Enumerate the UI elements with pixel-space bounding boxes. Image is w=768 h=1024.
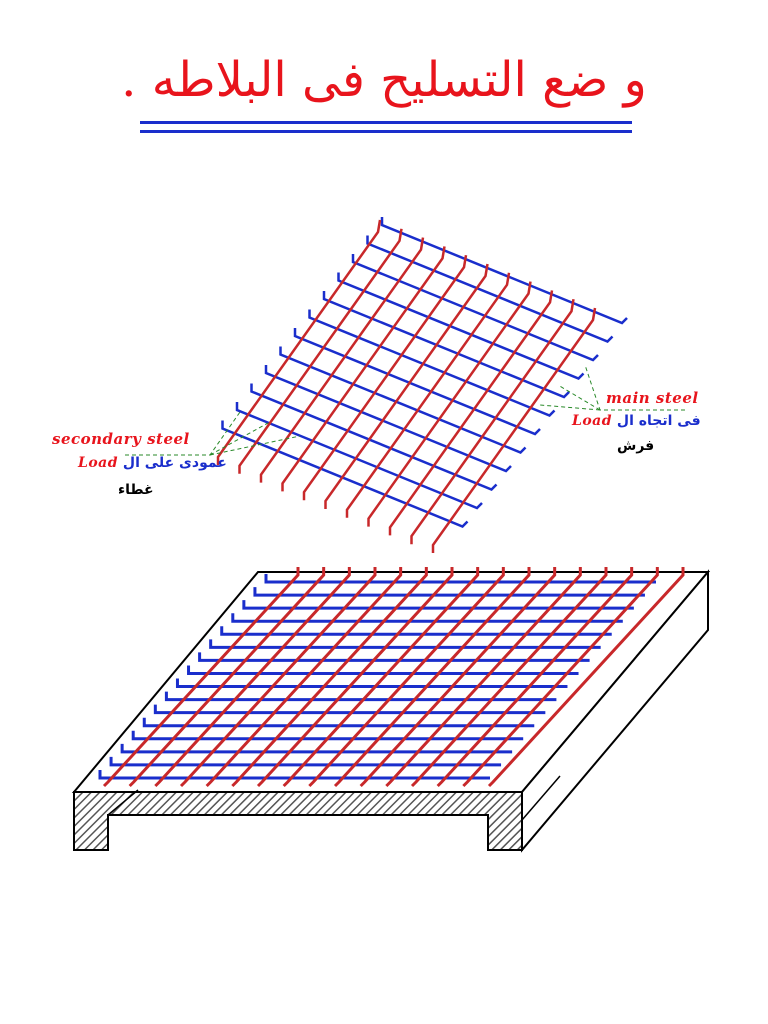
main-bar [308, 309, 556, 417]
slab-main-bar [231, 613, 623, 623]
main-bar [322, 291, 570, 399]
slab-secondary-bar [385, 567, 582, 788]
main-bar [279, 346, 527, 454]
slab-front-section [73, 791, 523, 851]
slab-secondary-bar [128, 567, 326, 788]
main-direction-label: فى اتجاه ال Load [572, 413, 701, 429]
secondary-bar [345, 272, 511, 518]
beam-edge-left [107, 789, 139, 816]
slab-main-bars [98, 574, 656, 780]
secondary-bar [281, 246, 446, 492]
slab-main-bar [131, 730, 524, 741]
slab-secondary-bar [102, 567, 300, 788]
secondary-bar [259, 237, 425, 483]
main-steel-label: main steel [606, 389, 699, 407]
slab-main-bar [220, 626, 612, 636]
main-role-label: فرش [617, 438, 655, 454]
slab-secondary-bar [154, 567, 351, 788]
slab-main-bar [209, 639, 601, 649]
secondary-bar [388, 290, 554, 536]
main-bar [293, 328, 541, 436]
secondary-bar [238, 228, 403, 474]
slab-secondary-bar [487, 567, 685, 788]
secondary-bar [410, 298, 575, 545]
slab-main-bar [142, 717, 535, 728]
slab-main-bar [242, 600, 634, 610]
slab-secondary-bar [359, 567, 557, 788]
slab-main-bar [153, 704, 546, 715]
secondary-bar [324, 263, 489, 509]
slab-main-bar [109, 756, 502, 767]
main-bar [235, 402, 483, 510]
secondary-bar [367, 281, 532, 527]
slab-secondary-bar [231, 567, 428, 788]
title-underline-bottom [140, 130, 632, 133]
main-bar [337, 272, 585, 380]
slab-secondary-bar [462, 567, 659, 788]
main-load-text: Load [572, 413, 613, 429]
main-bar [250, 383, 498, 491]
main-leader-2 [557, 384, 601, 411]
secondary-direction-label: عمودى على ال Load [78, 455, 227, 471]
slab-main-bar [175, 678, 568, 689]
slab-secondary-bar [179, 567, 377, 788]
main-leader-3 [539, 404, 601, 411]
secondary-bar [302, 254, 468, 501]
beam-edge-right [521, 775, 561, 821]
slab-main-bar [198, 652, 590, 662]
secondary-bars [216, 219, 597, 553]
slab-main-bar [164, 691, 557, 702]
main-direction-text: فى اتجاه ال [616, 413, 701, 429]
slab-secondary-bars [102, 567, 685, 788]
slab-main-bar [187, 665, 579, 675]
secondary-bar [431, 307, 597, 553]
page-title: و ضع التسليح فى البلاطه . [121, 52, 647, 108]
slab-main-bar [98, 770, 490, 780]
slab-secondary-bar [282, 567, 480, 788]
slab-secondary-bar [333, 567, 531, 788]
slab-main-bar [264, 574, 656, 584]
slab-top-surface [71, 571, 711, 793]
secondary-load-text: Load [78, 455, 119, 471]
main-bar [264, 365, 512, 473]
main-bar [351, 254, 599, 362]
secondary-role-label: غطاء [118, 482, 154, 498]
slab-secondary-bar [410, 567, 608, 788]
secondary-bar [216, 219, 382, 465]
slab-main-bar [120, 743, 513, 754]
slab-secondary-bar [308, 567, 505, 788]
slab-secondary-bar [436, 567, 634, 788]
secondary-leader-3 [209, 435, 301, 456]
secondary-steel-label: secondary steel [52, 430, 190, 448]
slab-main-bar [253, 587, 645, 597]
title-underline-top [140, 121, 632, 124]
main-bar [366, 235, 614, 343]
secondary-direction-text: عمودى على ال [122, 455, 227, 471]
leader-lines [125, 364, 685, 456]
slab-secondary-bar [256, 567, 454, 788]
main-bar [380, 217, 628, 325]
slab-secondary-bar [205, 567, 403, 788]
main-bars [221, 217, 628, 528]
